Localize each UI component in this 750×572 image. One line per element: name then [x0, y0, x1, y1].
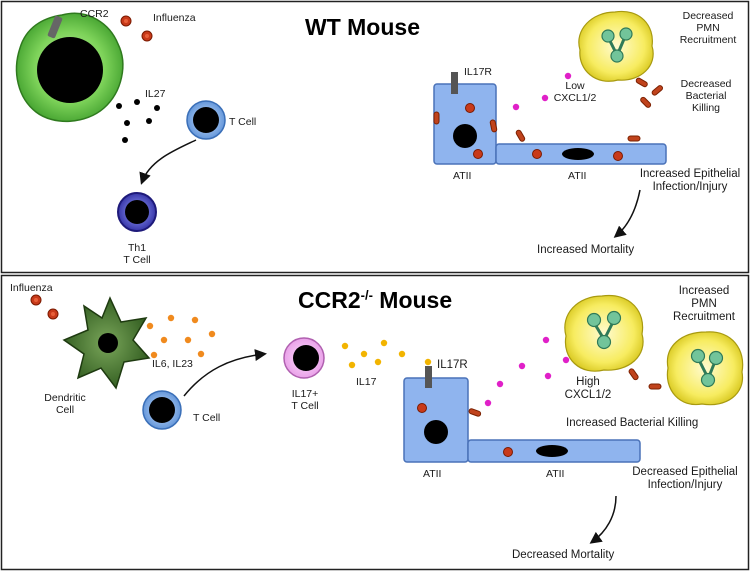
- high-cxcl-line1: High: [576, 376, 600, 388]
- cxcl-chemokines-ko: [484, 336, 570, 407]
- dc-line2: Cell: [55, 404, 75, 417]
- differentiation-arrow-wt: [139, 139, 197, 185]
- bacteria-wt: [433, 77, 664, 142]
- dc-line1: Dendritic: [44, 392, 86, 404]
- il17r-receptor-wt: [451, 72, 458, 94]
- il17-t-cell-label: IL17+T Cell: [280, 388, 330, 412]
- il17-label: IL17: [356, 376, 377, 388]
- t-cell-label-ko: T Cell: [193, 412, 221, 424]
- pmn-wt-line1: Decreased: [682, 10, 734, 22]
- ccr2-title-prefix: CCR2: [298, 287, 361, 313]
- pmn-nucleus-ko-1: [586, 310, 622, 350]
- killing-wt-line1: Decreased: [680, 78, 732, 90]
- low-cxcl-line1: Low: [565, 80, 585, 92]
- th1-label-line2: T Cell: [123, 254, 151, 267]
- ccr2-mouse-title: CCR2-/- Mouse: [298, 287, 452, 314]
- ccr2-panel-frame: [0, 274, 750, 571]
- influenza-label-wt: Influenza: [153, 12, 196, 24]
- killing-wt-line3: Killing: [691, 102, 720, 115]
- pmn-neutrophil-wt: [578, 10, 654, 82]
- ccr2-title-superscript: -/-: [360, 287, 373, 303]
- decreased-mortality-label: Decreased Mortality: [512, 549, 615, 561]
- infection-wt-line2: Infection/Injury: [652, 181, 728, 194]
- pmn-nucleus-ko-2: [690, 348, 724, 388]
- pmn-ko-line1: Increased: [678, 285, 730, 297]
- atii-label-ko-2: ATII: [546, 468, 565, 480]
- il17t-line2: T Cell: [291, 400, 319, 413]
- pmn-ko-line2: PMN: [691, 298, 717, 311]
- pmn-neutrophil-ko-1: [564, 294, 644, 372]
- il17r-label-ko: IL17R: [437, 359, 468, 371]
- mortality-arrow-wt: [613, 189, 641, 238]
- infection-wt-line1: Increased Epithelial: [639, 168, 741, 180]
- influenza-virus-ko-2: [47, 308, 59, 320]
- il17r-label-wt: IL17R: [464, 66, 493, 78]
- il17r-receptor-ko: [425, 366, 432, 388]
- pmn-wt-line2: PMN: [696, 22, 720, 35]
- influenza-virus-epithelium-ko: [417, 403, 513, 457]
- il17t-line1: IL17+: [291, 388, 319, 400]
- low-cxcl-line2: CXCL1/2: [553, 92, 597, 105]
- il27-label: IL27: [145, 88, 166, 100]
- th1-label-line1: Th1: [127, 242, 147, 254]
- infection-ko-line2: Infection/Injury: [647, 479, 723, 492]
- wt-panel-frame: [0, 0, 750, 274]
- pmn-wt-line3: Recruitment: [679, 34, 737, 47]
- il17-cytokines: [341, 339, 432, 369]
- influenza-virus-epithelium-wt: [465, 103, 623, 161]
- atii-label-wt-2: ATII: [568, 170, 587, 182]
- bacteria-ko: [468, 368, 662, 417]
- cxcl-chemokines-wt: [512, 72, 572, 111]
- pmn-ko-line3: Recruitment: [673, 311, 735, 324]
- ccr2-receptor: [47, 15, 63, 39]
- atii-label-wt-1: ATII: [453, 170, 472, 182]
- pmn-nucleus-wt: [601, 27, 633, 63]
- influenza-virus-ko-1: [30, 294, 42, 306]
- high-cxcl-line2: CXCL1/2: [564, 389, 612, 402]
- il27-cytokines: [116, 99, 160, 143]
- influenza-label-ko: Influenza: [10, 282, 53, 294]
- killing-wt-line2: Bacterial: [685, 90, 727, 103]
- increased-mortality-label: Increased Mortality: [537, 244, 635, 256]
- il6-il23-cytokines: [146, 314, 216, 359]
- increased-killing-label: Increased Bacterial Killing: [566, 417, 699, 429]
- influenza-virus-wt-1: [120, 15, 132, 27]
- pmn-neutrophil-ko-2: [666, 331, 744, 406]
- t-cell-label-wt: T Cell: [229, 116, 257, 128]
- differentiation-arrow-ko: [183, 349, 267, 397]
- atii-label-ko-1: ATII: [423, 468, 442, 480]
- wt-mouse-title: WT Mouse: [305, 14, 420, 40]
- il6-il23-label: IL6, IL23: [152, 358, 193, 370]
- infection-ko-line1: Decreased Epithelial: [632, 466, 738, 478]
- ccr2-title-suffix: Mouse: [372, 287, 453, 313]
- ccr2-label: CCR2: [80, 8, 109, 20]
- mortality-arrow-ko: [589, 495, 617, 544]
- influenza-virus-wt-2: [141, 30, 153, 42]
- monocyte-nucleus: [37, 37, 103, 103]
